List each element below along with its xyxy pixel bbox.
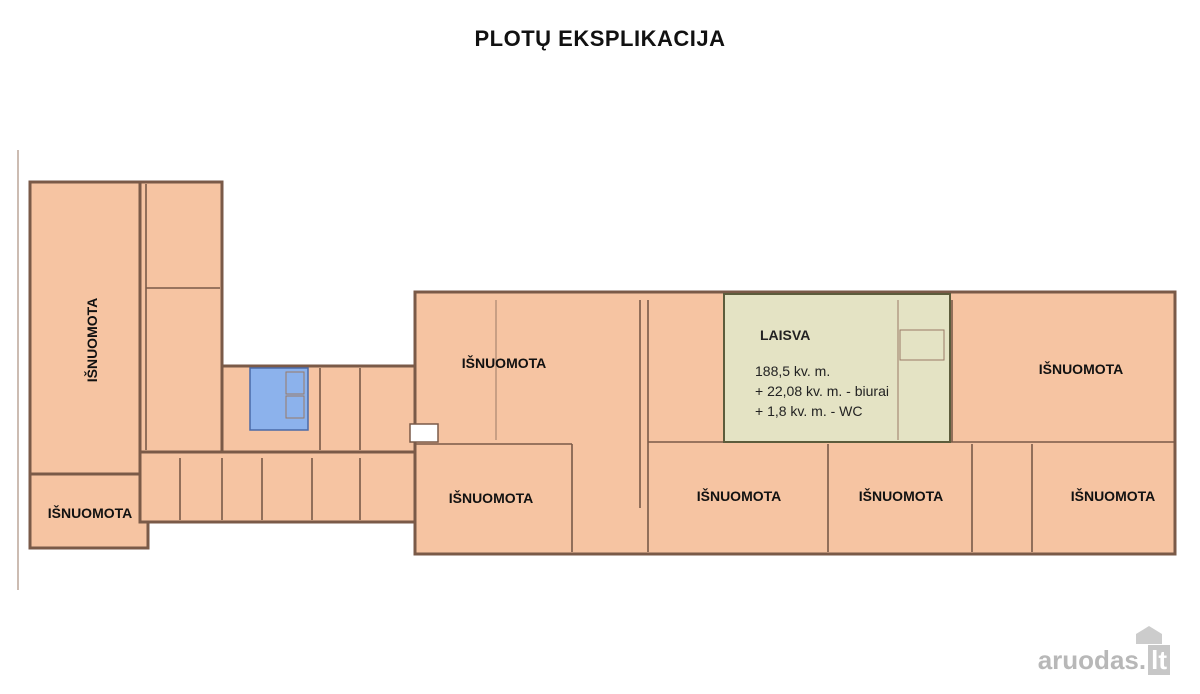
watermark-brand: aruodas [1037,645,1139,675]
rented-label-right-top: IŠNUOMOTA [1039,360,1124,377]
page-title: PLOTŲ EKSPLIKACIJA [474,26,726,51]
free-area-line-2: + 22,08 kv. m. - biurai [755,383,889,399]
room-left-wing-side[interactable] [138,180,224,454]
watermark-tld: lt [1148,645,1170,675]
room-connector-corridor[interactable] [138,450,417,524]
stair-elevator-core [249,367,309,431]
free-area-line-1: 188,5 kv. m. [755,363,830,379]
rented-label-left-wing: IŠNUOMOTA [83,298,100,383]
room-left-wing-large[interactable] [28,180,142,476]
watermark-logo: aruodas.lt [1038,645,1170,676]
house-icon [1136,626,1162,644]
rented-label-right-2: IŠNUOMOTA [859,487,944,504]
rented-label-right-1: IŠNUOMOTA [697,487,782,504]
free-area-line-3: + 1,8 kv. m. - WC [755,403,862,419]
rented-label-center-top: IŠNUOMOTA [462,354,547,371]
rented-label-left-small: IŠNUOMOTA [48,504,133,521]
free-area-title: LAISVA [760,327,810,343]
rented-label-right-3: IŠNUOMOTA [1071,487,1156,504]
rented-label-center-bottom: IŠNUOMOTA [449,489,534,506]
free-area-zone[interactable] [723,293,951,443]
